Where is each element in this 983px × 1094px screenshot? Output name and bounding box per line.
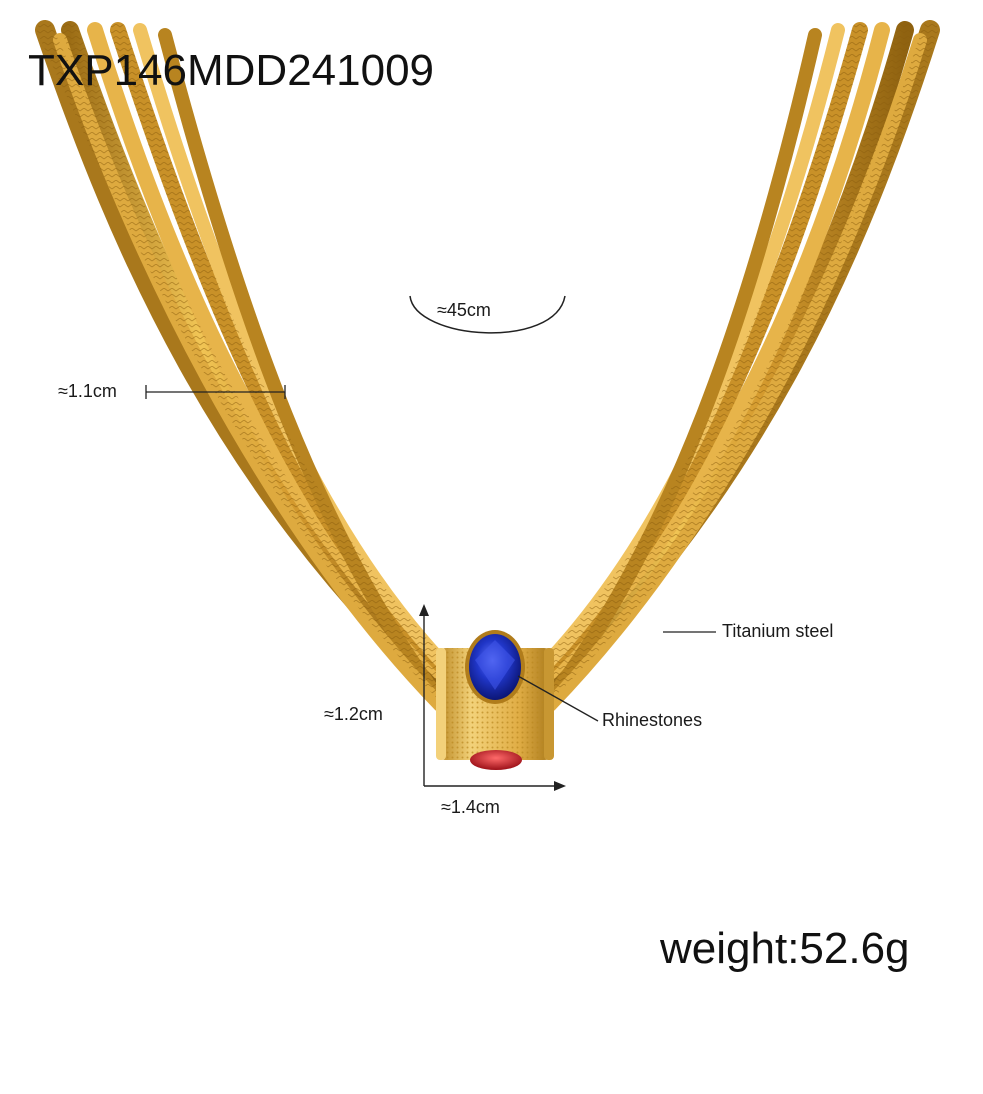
pendant-axes [419,604,566,791]
chain-width-label: ≈1.1cm [58,381,117,401]
product-weight: weight:52.6g [660,924,910,973]
pendant-width-label: ≈1.4cm [441,797,500,817]
chain-strands-left [35,20,450,712]
pendant-height-label: ≈1.2cm [324,704,383,724]
chain-width-bracket [145,385,286,399]
red-rhinestone [470,750,522,770]
necklace-length-label: ≈45cm [437,300,491,320]
length-arc [409,295,566,334]
stone-leader [517,675,599,722]
pendant [436,630,554,770]
material-callout: Titanium steel [722,621,834,641]
chain-strands-right [540,20,940,712]
product-sku: TXP146MDD241009 [28,46,435,95]
stone-callout: Rhinestones [602,710,703,730]
